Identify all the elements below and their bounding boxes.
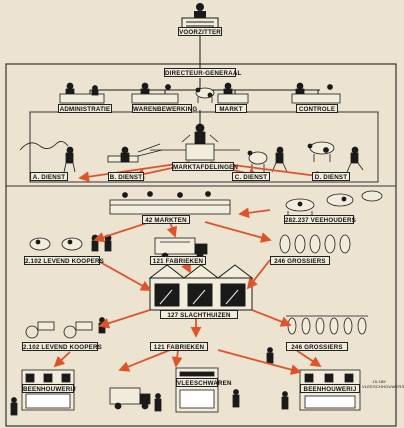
c-dienst-label: C. DIENST <box>232 172 270 181</box>
markt-figure <box>195 82 249 104</box>
fabrieken-top-label: 121 FABRIEKEN <box>150 256 206 265</box>
shop-right-sign: BEENHOUWERIJ <box>300 384 360 393</box>
c-dienst-figure <box>247 146 288 173</box>
outer-frame <box>5 63 397 427</box>
marktafdelingen-label: MARKTAFDELINGEN <box>172 162 239 171</box>
wholesale-carcasses-top <box>279 234 351 254</box>
d-dienst-label: D. DIENST <box>312 172 350 181</box>
warenbewerking-label: WARENBEWERKING <box>132 104 198 113</box>
levend-kopers-bottom-label: 2.102 LEVEND KOOPERS <box>22 342 102 351</box>
carts-bottom-left <box>25 317 106 339</box>
b-dienst-label: B. DIENST <box>108 172 144 181</box>
controle-label: CONTROLE <box>296 104 338 113</box>
administratie-label: ADMINISTRATIE <box>58 104 112 113</box>
service-figures <box>19 123 364 173</box>
marktafdeling-figure <box>150 123 240 161</box>
market-figures <box>29 190 383 260</box>
fabrieken-bottom-label: 121 FABRIEKEN <box>150 342 208 351</box>
delivery-truck <box>109 387 162 412</box>
bottom-figures <box>10 315 368 416</box>
cattle-buyers-top <box>29 234 112 252</box>
directeur-generaal-label: DIRECTEUR-GENERAAL <box>164 68 242 77</box>
administratie-figure <box>59 82 105 104</box>
services-frame <box>29 111 379 183</box>
farmer-cattle <box>285 190 383 217</box>
department-figures <box>59 82 341 104</box>
markt-label: MARKT <box>215 104 247 113</box>
veehouders-label: 282.237 VEEHOUDERS <box>284 215 357 224</box>
slaughterhouse-building <box>148 264 254 311</box>
grossiers-bottom-label: 246 GROSSIERS <box>286 342 348 351</box>
shop-center-sign: VLEESCHWAREN <box>176 378 232 387</box>
flow-arrows <box>53 161 327 375</box>
voorzitter-label: VOORZITTER <box>178 27 222 36</box>
warenbewerking-figure <box>131 82 179 104</box>
controle-figure <box>291 82 341 104</box>
hierarchy-connectors <box>89 35 320 128</box>
grossiers-top-label: 246 GROSSIERS <box>270 256 330 265</box>
d-dienst-figure <box>307 141 364 173</box>
shop-left-sign: BEENHOUWERIJ <box>22 384 76 393</box>
levend-kopers-top-label: 2.102 LEVEND KOOPERS <box>24 256 104 265</box>
market-pens <box>109 191 231 215</box>
markten-label: 42 MARKTEN <box>142 215 190 224</box>
a-dienst-label: A. DIENST <box>30 172 68 181</box>
a-dienst-figure <box>19 141 76 173</box>
consumer-figure <box>266 347 274 364</box>
vleeschhouwers-note: 15.189 VLEESCHHOUWERS <box>362 379 404 389</box>
b-dienst-figure <box>107 143 163 163</box>
slachthuizen-label: 127 SLACHTHUIZEN <box>160 310 238 319</box>
carcasses-bottom-right <box>286 315 368 335</box>
shop-center <box>175 367 240 413</box>
